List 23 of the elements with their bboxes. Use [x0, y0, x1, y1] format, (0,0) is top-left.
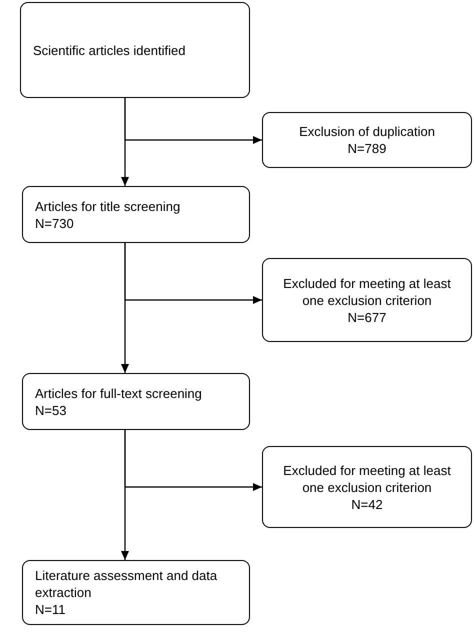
- box-text: Scientific articles identified: [33, 42, 186, 58]
- process-box: [262, 258, 472, 342]
- box-text: Exclusion of duplication: [299, 123, 435, 140]
- box-text: Excluded for meeting at least one exclusion criterion: [282, 462, 452, 496]
- arrow: [124, 98, 262, 144]
- count-text: N=789: [348, 140, 386, 157]
- count-text: N=730: [35, 214, 74, 232]
- count-text: N=11: [35, 601, 66, 618]
- process-box: [262, 112, 472, 168]
- count-text: N=53: [35, 402, 66, 418]
- process-box: [22, 186, 250, 243]
- box-text: Articles for full-text screening: [35, 384, 202, 402]
- arrow: [124, 243, 262, 304]
- arrow: [124, 430, 262, 491]
- box-text: Literature assessment and data extraction: [35, 567, 218, 601]
- process-box: [262, 446, 472, 528]
- count-text: N=42: [351, 496, 383, 512]
- process-box: [22, 560, 250, 625]
- box-text: Excluded for meeting at least one exclusion criterion: [282, 274, 452, 308]
- count-text: N=677: [348, 308, 386, 326]
- process-box: [22, 373, 250, 430]
- process-box: [20, 2, 250, 98]
- box-text: Articles for title screening: [35, 198, 180, 214]
